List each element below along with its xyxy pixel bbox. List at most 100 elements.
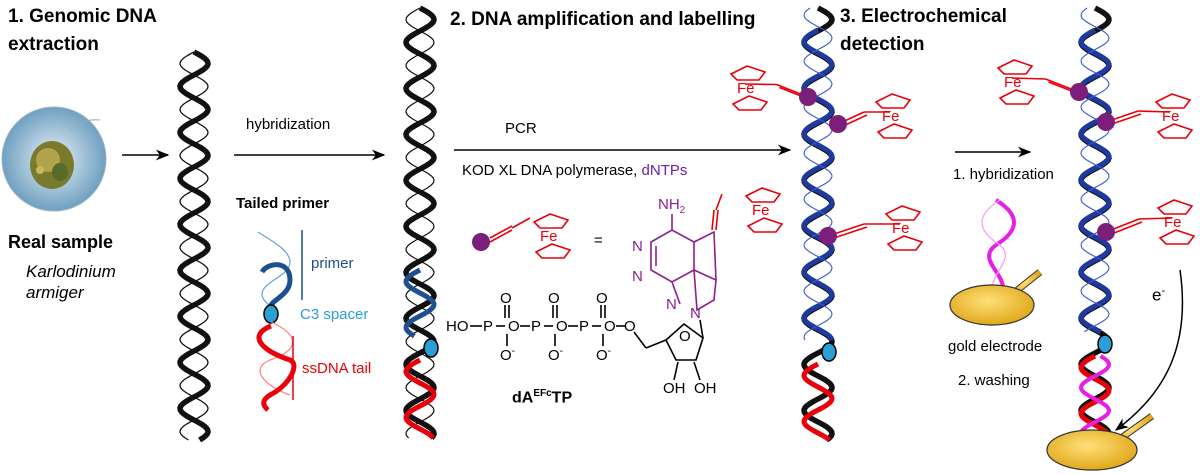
double-o-1: O	[500, 290, 512, 307]
gold-electrode-bound	[1046, 413, 1155, 471]
ferrocene-1	[729, 65, 769, 111]
primer-strand-thin	[257, 231, 291, 309]
bridge-o-1: O	[508, 318, 520, 335]
ferrocene-3-top-ring	[884, 205, 922, 221]
pcr-tail	[801, 361, 835, 442]
compound-name: dAEFcTP	[512, 388, 572, 407]
o-minus-1-sign: -	[511, 346, 516, 357]
linker-3-b	[830, 226, 868, 240]
step3-title-line2: detection	[840, 34, 925, 55]
ferrocene-struct-top-ring	[744, 187, 782, 203]
ferrocene-3	[884, 205, 924, 251]
det-new-strand-thin	[1080, 7, 1110, 333]
double-o-2: O	[548, 290, 560, 307]
step3-title-line1: 3. Electrochemical	[840, 6, 1007, 27]
ring-n-2: N	[632, 268, 643, 285]
fe-label-1: Fe	[540, 228, 558, 245]
det-tail	[1078, 353, 1112, 434]
o-minus-1: O-	[500, 346, 515, 364]
ferrocene-4-top-ring	[996, 59, 1034, 75]
c3-spacer-label: C3 spacer	[300, 306, 369, 323]
o-minus-3-sign: -	[607, 346, 612, 357]
hybridization-arrow-label: hybridization	[246, 116, 331, 133]
ferrocene-struct-bottom-ring	[746, 217, 784, 233]
ferrocene-4-bottom-ring	[998, 89, 1036, 105]
step2-title: 2. DNA amplification and labelling	[450, 9, 756, 30]
ferrocene-2-top-ring	[874, 93, 912, 109]
labelled-nucleotide-6	[1097, 199, 1196, 245]
ferrocene-5	[1154, 93, 1194, 139]
template-strand-thin	[405, 7, 435, 439]
ssdna-tail-label: ssDNA tail	[302, 360, 372, 377]
washing-label: 2. washing	[958, 372, 1030, 389]
pcr-label: PCR	[505, 120, 537, 137]
o-minus-1-o: O	[500, 347, 512, 364]
electron-e: e	[1152, 285, 1162, 305]
compound-name-end: TP	[551, 389, 573, 407]
ferrocene-1-top-ring	[729, 65, 767, 81]
ferrocene-struct	[744, 187, 784, 233]
phosphorus-2: P	[531, 318, 542, 335]
det-spacer	[1097, 334, 1113, 354]
ferrocene-3-bottom-ring	[886, 235, 924, 251]
species-line1: Karlodinium	[26, 262, 116, 281]
ferrocene-4	[996, 59, 1036, 105]
species-line2: armiger	[26, 283, 84, 302]
polymerase-text: KOD XL DNA polymerase,	[462, 162, 642, 179]
oh-2: OH	[694, 380, 717, 397]
ring-n-9: N	[690, 305, 701, 322]
process-arrows	[122, 144, 1184, 431]
labelled-nucleotide-4	[996, 59, 1088, 105]
phosphorus-1: P	[483, 318, 494, 335]
step1-title-line2: extraction	[8, 34, 99, 55]
template-strand	[403, 5, 437, 440]
o-minus-3-o: O	[596, 347, 608, 364]
electron-label: e-	[1152, 285, 1165, 306]
linker-4-c	[1011, 77, 1046, 80]
o-minus-2-o: O	[548, 347, 560, 364]
labelled-nucleotide-1	[729, 65, 817, 111]
label-dot-4	[1070, 83, 1088, 101]
ring-n-1: N	[632, 238, 643, 255]
fe-label-8: Fe	[1164, 214, 1182, 231]
bridge-o-3: O	[604, 318, 616, 335]
ferrocene-linker-definition	[472, 213, 572, 259]
ferrocene-2	[874, 93, 914, 139]
pcr-new-strand-thin	[803, 7, 833, 341]
template-tail	[403, 357, 437, 440]
nh2-group: NH2	[658, 196, 685, 216]
probe-strand	[987, 198, 1016, 302]
label-dot-3	[819, 227, 837, 245]
equals-sign: =	[594, 232, 603, 249]
template-primer	[403, 267, 437, 339]
phosphorus-3: P	[579, 318, 590, 335]
fe-label-7: Fe	[1162, 108, 1180, 125]
labelled-nucleotide-2	[829, 93, 914, 139]
fe-label-3: Fe	[737, 80, 755, 97]
label-dot-1	[799, 88, 817, 106]
c3-spacer-mark	[263, 304, 279, 324]
genomic-dna-helix	[177, 49, 211, 443]
daefctp-structure	[470, 187, 784, 381]
double-o-3: O	[596, 290, 608, 307]
step3-hybridization-label: 1. hybridization	[953, 166, 1054, 183]
ferrocene-5-top-ring	[1154, 93, 1192, 109]
ring-n-3: N	[666, 296, 677, 313]
genomic-dna-helix-thick-strand	[177, 49, 211, 443]
fe-label-5: Fe	[892, 220, 910, 237]
compound-name-sup: EFc	[533, 388, 552, 399]
sugar-5-o: O	[624, 318, 636, 335]
gold-electrode-unbound	[949, 198, 1043, 326]
detection-helix	[1078, 5, 1113, 443]
template-strand-helix	[403, 5, 439, 440]
fe-label-4: Fe	[882, 108, 900, 125]
ho-group: HO	[446, 318, 469, 335]
o-minus-2: O-	[548, 346, 563, 364]
linker-6-c	[1138, 217, 1173, 220]
nh2-text: NH	[658, 196, 680, 213]
tail-strand-thin	[259, 321, 293, 396]
dntps-text: dNTPs	[641, 162, 688, 179]
ferrocene-def-top-ring	[532, 213, 570, 229]
primer-label: primer	[311, 255, 354, 272]
